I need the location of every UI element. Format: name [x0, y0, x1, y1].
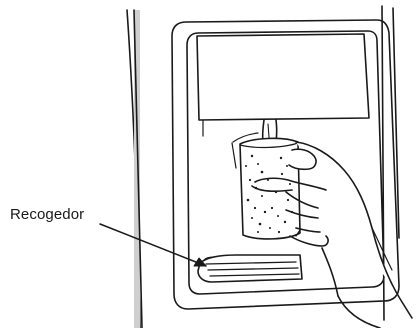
callout-label-recogedor: Recogedor [10, 206, 84, 223]
dispenser-top-panel [197, 34, 369, 136]
drip-tray [198, 255, 302, 282]
glass [232, 133, 300, 239]
callout-arrow [100, 224, 206, 266]
